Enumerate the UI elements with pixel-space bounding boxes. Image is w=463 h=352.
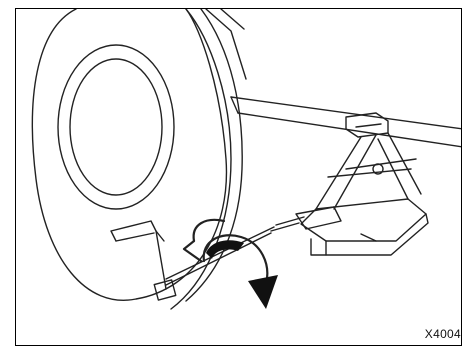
crank-handle-icon (111, 221, 166, 289)
illustration-frame: X4004 (15, 8, 462, 346)
jack-and-tire-illustration (16, 9, 462, 346)
figure-code: X4004 (425, 327, 461, 341)
arrow-head-icon (248, 275, 278, 309)
